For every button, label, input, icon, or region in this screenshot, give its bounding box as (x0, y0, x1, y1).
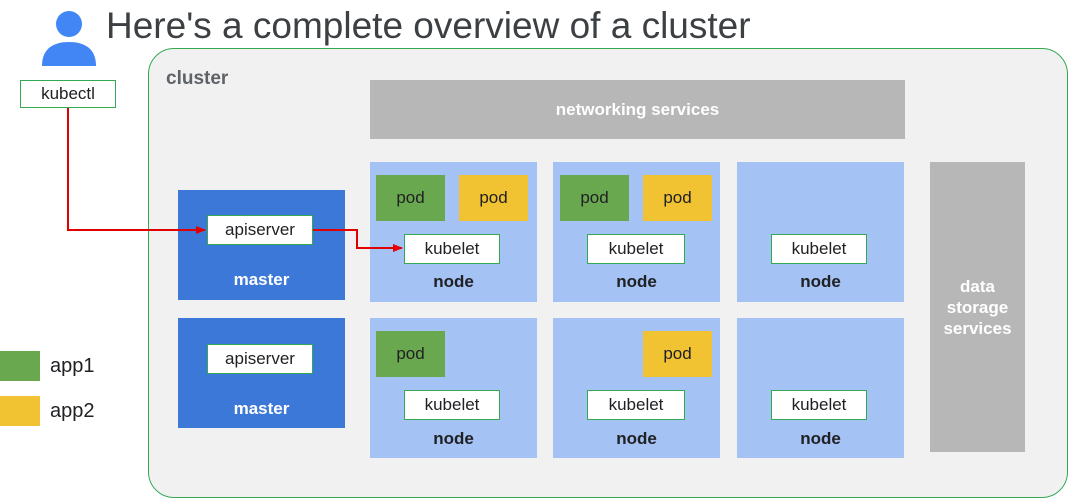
networking-services: networking services (370, 80, 905, 139)
connection-arrows (67, 108, 403, 252)
pod-app2: pod (459, 175, 528, 221)
legend-label-app2: app2 (50, 400, 95, 422)
kubelet-2: kubelet (587, 234, 685, 264)
data-storage-services: data storage services (930, 162, 1025, 452)
kubelet-6: kubelet (771, 390, 867, 420)
pod-app2: pod (643, 175, 712, 221)
node-label-6: node (800, 429, 841, 448)
legend-label-app1: app1 (50, 355, 95, 377)
pod-app1: pod (376, 331, 445, 377)
master-1 (178, 190, 345, 300)
master-label-2: master (233, 399, 290, 418)
node-label-2: node (616, 272, 657, 291)
node-label-1: node (433, 272, 474, 291)
node-label-3: node (800, 272, 841, 291)
cluster-label: cluster (166, 68, 229, 89)
pod-app2: pod (643, 331, 712, 377)
kubectl-box: kubectl (20, 80, 116, 108)
pod-app1: pod (376, 175, 445, 221)
kubelet-4: kubelet (404, 390, 500, 420)
node-6 (737, 318, 904, 458)
legend-swatch-app1 (0, 351, 40, 381)
kubelet-1: kubelet (404, 234, 500, 264)
pod-app1: pod (560, 175, 629, 221)
kubelet-3: kubelet (771, 234, 867, 264)
apiserver-to-kubelet-arrow (313, 229, 403, 252)
apiserver-1: apiserver (207, 215, 313, 245)
node-3 (737, 162, 904, 302)
node-label-5: node (616, 429, 657, 448)
kubelet-5: kubelet (587, 390, 685, 420)
node-label-4: node (433, 429, 474, 448)
master-label-1: master (233, 270, 290, 289)
apiserver-2: apiserver (207, 344, 313, 374)
kubectl-to-apiserver-arrow (67, 108, 206, 234)
user-icon (42, 11, 96, 66)
legend-swatch-app2 (0, 396, 40, 426)
page-title: Here's a complete overview of a cluster (106, 5, 751, 46)
